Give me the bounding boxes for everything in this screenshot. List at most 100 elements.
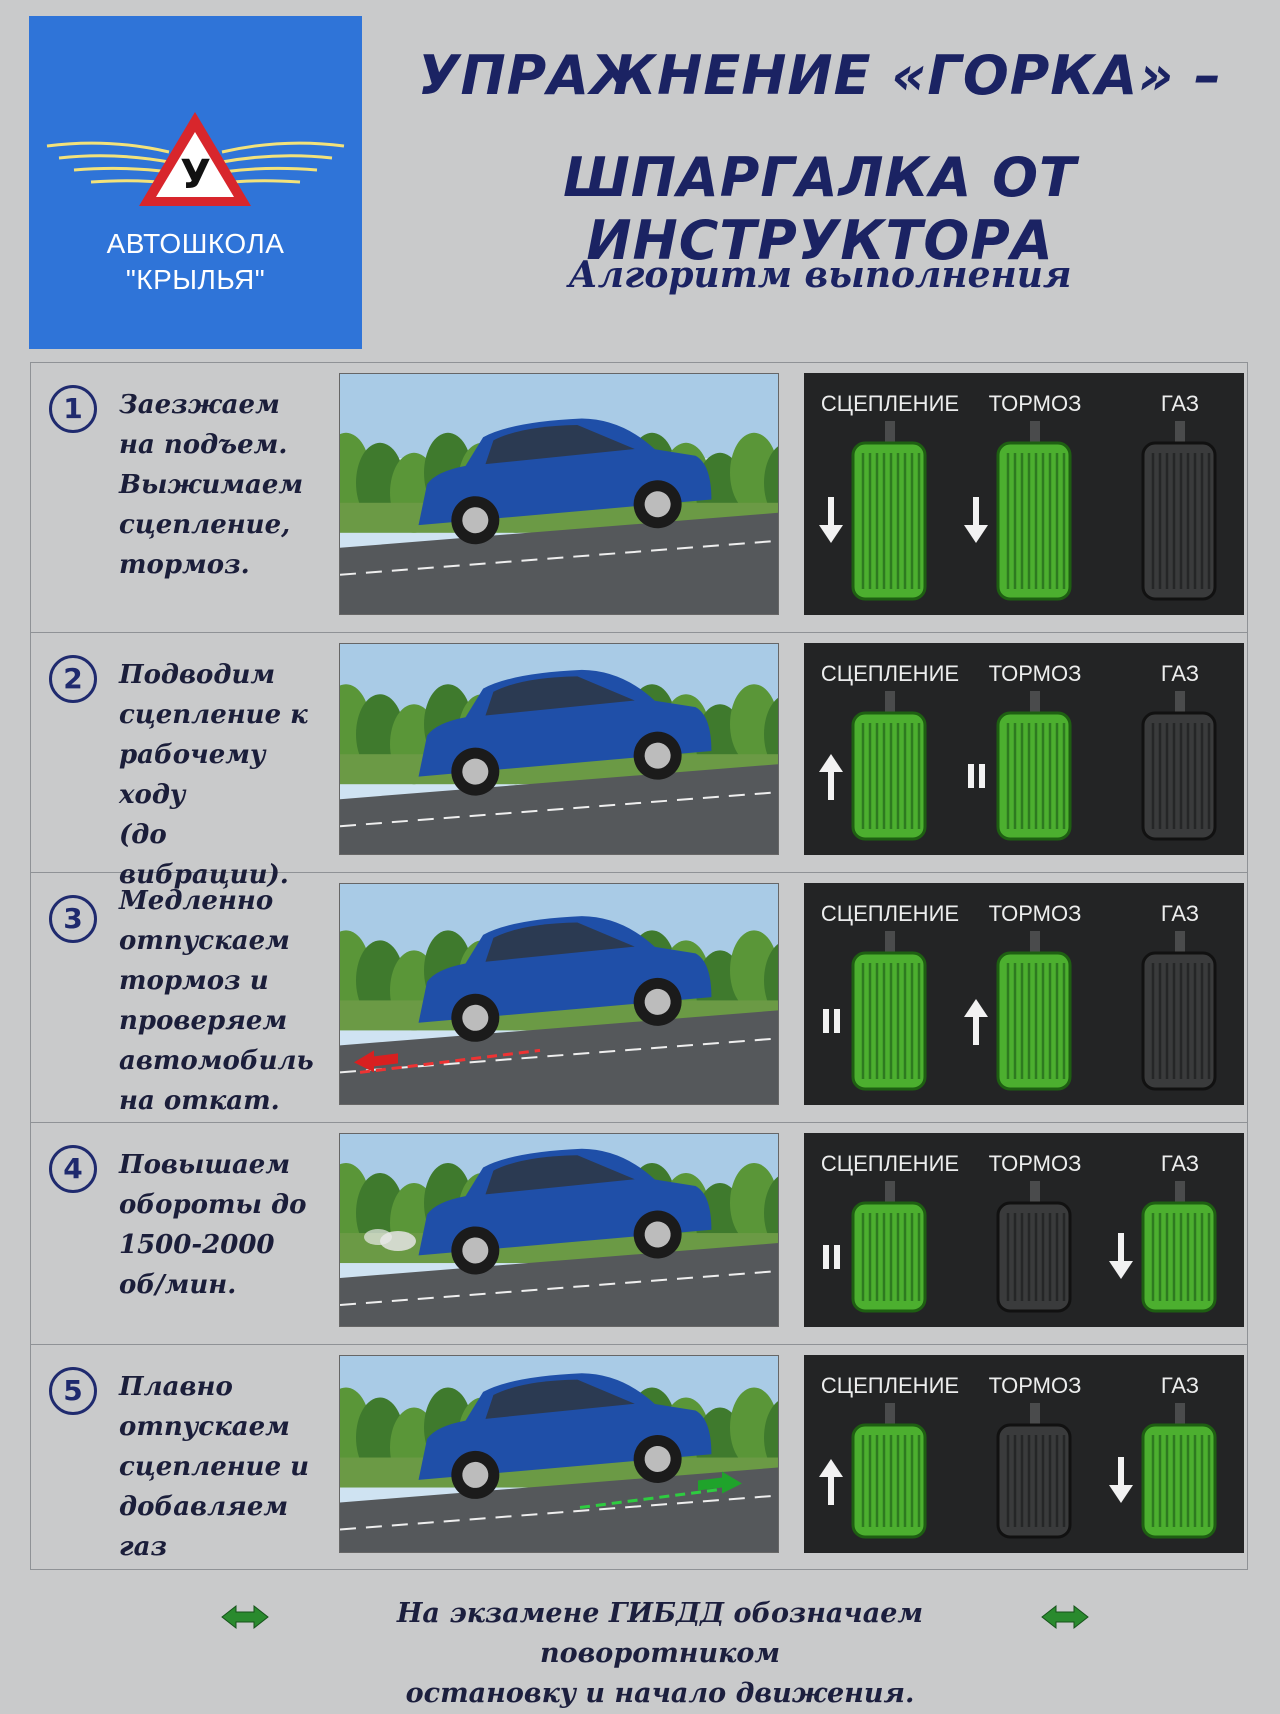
step-description-line: тормоз и bbox=[119, 966, 269, 996]
car-scene-illustration bbox=[339, 1355, 779, 1553]
winged-triangle-icon bbox=[46, 112, 345, 206]
car-scene-illustration bbox=[339, 1133, 779, 1327]
brake-label: ТОРМОЗ bbox=[988, 901, 1082, 926]
step-description-line: сцепление и bbox=[119, 1452, 310, 1482]
step-description: Повышаем обороты до 1500-2000 об/мин. bbox=[119, 1145, 334, 1305]
brake-pedal bbox=[996, 1181, 1072, 1313]
step-description-line: на подъем. bbox=[119, 430, 288, 460]
step-description-line: отпускаем bbox=[119, 1412, 290, 1442]
step-row: 5 Плавно отпускаем сцепление и добавляем газ… bbox=[31, 1345, 1247, 1571]
pedals-graphic bbox=[823, 1181, 1217, 1313]
pedals-graphic bbox=[819, 421, 1217, 601]
brake-label: ТОРМОЗ bbox=[988, 1373, 1082, 1398]
steps-table: 1 Заезжаем на подъем. Выжимаем сцепление, тор… bbox=[30, 362, 1248, 1570]
step-description-line: автомобиль bbox=[119, 1046, 314, 1076]
step-description-line: обороты до bbox=[119, 1190, 307, 1220]
pause-icon bbox=[968, 764, 985, 788]
step-description-line: отпускаем bbox=[119, 926, 290, 956]
step-description-line: Плавно bbox=[119, 1372, 233, 1402]
brake-pedal bbox=[996, 691, 1072, 841]
arrow-down-icon bbox=[964, 497, 988, 543]
step-description-line: Выжимаем bbox=[119, 470, 304, 500]
pedals-graphic bbox=[819, 691, 1217, 841]
step-row: 4 Повышаем обороты до 1500-2000 об/мин. СЦЕПЛ… bbox=[31, 1123, 1247, 1345]
arrow-down-icon bbox=[1109, 1457, 1133, 1503]
step-number: 2 bbox=[49, 655, 97, 703]
step-description-line: сцепление, bbox=[119, 510, 291, 540]
footer-line1: На экзамене ГИБДД обозначаем поворотнико… bbox=[396, 1598, 924, 1669]
footer-note: На экзамене ГИБДД обозначаем поворотнико… bbox=[300, 1594, 1020, 1714]
step-number: 1 bbox=[49, 385, 97, 433]
clutch-pedal bbox=[851, 1181, 927, 1313]
arrow-down-icon bbox=[819, 497, 843, 543]
gas-label: ГАЗ bbox=[1160, 901, 1200, 926]
step-description-line: об/мин. bbox=[119, 1270, 237, 1300]
uphill-car-icon bbox=[340, 1134, 778, 1326]
pause-icon bbox=[823, 1009, 840, 1033]
step-description-line: проверяем bbox=[119, 1006, 288, 1036]
uphill-car-icon bbox=[340, 644, 778, 854]
uphill-car-icon bbox=[340, 884, 778, 1104]
step-description-line: Медленно bbox=[119, 886, 274, 916]
pause-icon bbox=[823, 1245, 840, 1269]
gas-pedal bbox=[1141, 1403, 1217, 1539]
clutch-label: СЦЕПЛЕНИЕ bbox=[820, 661, 960, 686]
car-scene-illustration bbox=[339, 643, 779, 855]
step-description-line: Подводим bbox=[119, 660, 276, 690]
footer-line2: остановку и начало движения. bbox=[405, 1678, 915, 1709]
clutch-label: СЦЕПЛЕНИЕ bbox=[820, 1151, 960, 1176]
arrow-down-icon bbox=[1109, 1233, 1133, 1279]
pedals-graphic bbox=[823, 931, 1217, 1091]
uphill-car-icon bbox=[340, 374, 778, 614]
step-number: 5 bbox=[49, 1367, 97, 1415]
page-title-line2: ШПАРГАЛКА ОТ ИНСТРУКТОРА bbox=[563, 146, 1077, 272]
logo-text-line1: АВТОШКОЛА bbox=[106, 228, 285, 259]
clutch-pedal bbox=[851, 421, 927, 601]
uphill-car-icon bbox=[340, 1356, 778, 1552]
step-number: 4 bbox=[49, 1145, 97, 1193]
step-description: Заезжаем на подъем. Выжимаем сцепление, торм… bbox=[119, 385, 334, 585]
brake-pedal bbox=[996, 421, 1072, 601]
arrow-up-icon bbox=[819, 1459, 843, 1505]
gas-pedal bbox=[1141, 1181, 1217, 1313]
page-subtitle: Алгоритм выполнения bbox=[568, 254, 1072, 296]
step-description-line: тормоз. bbox=[119, 550, 250, 580]
gas-pedal bbox=[1141, 691, 1217, 841]
car-scene-illustration bbox=[339, 373, 779, 615]
step-description-line: Заезжаем bbox=[119, 390, 280, 420]
gas-label: ГАЗ bbox=[1160, 1151, 1200, 1176]
brake-pedal bbox=[996, 1403, 1072, 1539]
brake-label: ТОРМОЗ bbox=[988, 661, 1082, 686]
step-description-line: добавляем газ bbox=[119, 1492, 289, 1562]
arrow-up-icon bbox=[819, 754, 843, 800]
clutch-pedal bbox=[851, 1403, 927, 1539]
clutch-pedal bbox=[851, 931, 927, 1091]
pedals-panel: СЦЕПЛЕНИЕ ТОРМОЗ ГАЗ bbox=[804, 1133, 1244, 1327]
pedals-panel: СЦЕПЛЕНИЕ ТОРМОЗ ГАЗ bbox=[804, 883, 1244, 1105]
driving-school-logo: У АВТОШКОЛА "КРЫЛЬЯ" bbox=[29, 16, 362, 349]
page-title-line1: УПРАЖНЕНИЕ «ГОРКА» – bbox=[417, 44, 1223, 107]
step-description-line: рабочему ходу bbox=[119, 740, 266, 810]
step-description-line: 1500-2000 bbox=[119, 1230, 275, 1260]
brake-label: ТОРМОЗ bbox=[988, 391, 1082, 416]
brake-pedal bbox=[996, 931, 1072, 1091]
gas-pedal bbox=[1141, 931, 1217, 1091]
clutch-label: СЦЕПЛЕНИЕ bbox=[820, 901, 960, 926]
gas-pedal bbox=[1141, 421, 1217, 601]
step-description: Медленно отпускаем тормоз и проверяем автомо… bbox=[119, 881, 334, 1121]
step-description: Плавно отпускаем сцепление и добавляем газ bbox=[119, 1367, 334, 1567]
gas-label: ГАЗ bbox=[1160, 661, 1200, 686]
step-description-line: на откат. bbox=[119, 1086, 280, 1116]
brake-label: ТОРМОЗ bbox=[988, 1151, 1082, 1176]
arrow-up-icon bbox=[964, 999, 988, 1045]
car-scene-illustration bbox=[339, 883, 779, 1105]
step-description-line: сцепление к bbox=[119, 700, 308, 730]
turn-signal-right-icon bbox=[1041, 1604, 1089, 1630]
logo-letter: У bbox=[180, 152, 211, 198]
step-description-line: Повышаем bbox=[119, 1150, 291, 1180]
